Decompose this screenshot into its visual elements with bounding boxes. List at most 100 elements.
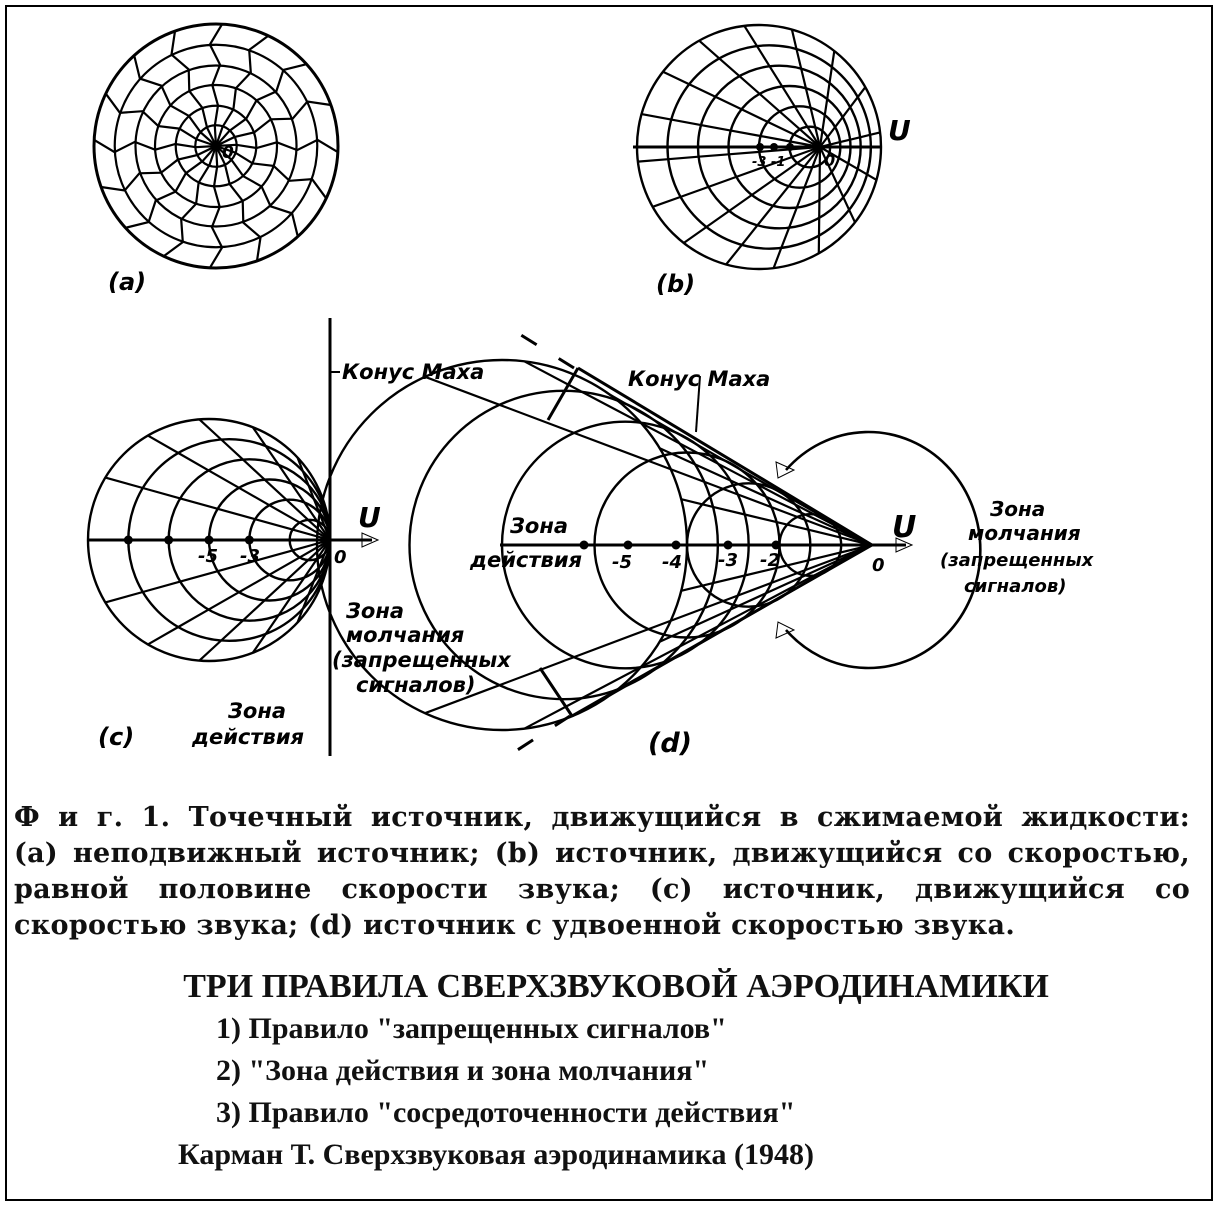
panel-a-circle: [194, 124, 238, 168]
panel-d-silence-2: молчания: [968, 521, 1081, 545]
panel-a-origin: 0: [222, 143, 234, 163]
panel-b-ray: [819, 146, 856, 223]
panel-c-ray: [105, 538, 331, 604]
panel-c-ray: [321, 539, 332, 582]
panel-a-radial-line: [170, 30, 217, 147]
panel-a-radial-line: [215, 145, 299, 237]
panel-a-radial-line: [125, 145, 217, 229]
panel-c-ray: [147, 539, 331, 646]
panel-d-ray: [659, 543, 873, 643]
panel-b-ray: [817, 146, 822, 254]
panel-b-label: (b): [656, 270, 695, 298]
panel-a-radial-line: [215, 145, 262, 262]
panel-d-ray: [680, 498, 873, 547]
panel-c-ray: [147, 434, 331, 541]
panel-c-mach-cone-label: Конус Маха: [342, 360, 484, 384]
panel-b-marks: -3 -1: [752, 155, 785, 170]
panel-d-mach-ext-lower: [501, 714, 571, 762]
panel-b-half-sonic-source: [633, 23, 883, 271]
panel-d-source-position: [671, 540, 681, 550]
panel-d-source-position: [723, 540, 733, 550]
panel-b-velocity: U: [888, 114, 911, 147]
panel-d-action-1: Зона: [509, 514, 568, 538]
caption-line-1: Ф и г. 1. Точечный источник, движущийся …: [14, 802, 1190, 833]
panel-b-origin: 0: [824, 151, 835, 170]
panel-a-radial-line: [133, 55, 217, 147]
panel-d-source-position: [771, 540, 781, 550]
panel-a-radial-line: [163, 145, 218, 258]
panel-d-label: (d): [648, 728, 692, 759]
panel-d-ray: [680, 543, 873, 592]
panel-c-ray: [296, 457, 332, 541]
panel-d-ray: [659, 447, 873, 547]
panel-a-radial-line: [93, 138, 217, 154]
panel-c-origin: 0: [334, 547, 347, 568]
panel-d-ray: [609, 393, 873, 546]
panel-d-ray: [523, 544, 873, 730]
figure-caption: Ф и г. 1. Точечный источник, движущийся …: [14, 800, 1190, 944]
panel-c-ray: [198, 539, 331, 662]
panel-d-silence-4: сигналов): [964, 576, 1066, 597]
panel-c-ray: [105, 476, 331, 542]
panel-d-velocity: U: [892, 510, 916, 545]
panel-c-velocity-arrow: [361, 532, 380, 548]
panel-d-silence-3: (запрещенных: [940, 550, 1095, 571]
panel-a-radial-line: [214, 34, 269, 147]
panel-d-silence-arrow-top: [775, 461, 796, 479]
panel-d-velocity-arrow: [895, 537, 914, 553]
rule-2: 2) "Зона действия и зона молчания": [216, 1054, 710, 1087]
panel-a-label: (a): [108, 268, 146, 296]
panel-a-radial-line: [215, 100, 332, 147]
panel-c-silence-1: Зона: [345, 599, 404, 623]
rules-heading: ТРИ ПРАВИЛА СВЕРХЗВУКОВОЙ АЭРОДИНАМИКИ: [183, 968, 1049, 1005]
panel-c-label: (c): [98, 723, 134, 751]
panel-a-circle: [174, 104, 258, 188]
panel-b-source-position: [756, 143, 764, 151]
panel-c-ray: [251, 426, 331, 541]
panel-b-ray: [641, 113, 821, 149]
panel-a-radial-line: [215, 144, 328, 199]
panel-d-silence-arrow-bottom: [775, 621, 796, 639]
panel-a-stationary-source: [92, 22, 340, 270]
panel-c-silence-3: (запрещенных: [332, 648, 512, 672]
panel-a-circle: [134, 64, 298, 228]
panel-c-source-position: [123, 535, 133, 545]
panel-d-ray: [424, 375, 873, 547]
panel-b-ray: [818, 50, 836, 148]
panel-d-source-position: [623, 540, 633, 550]
panel-d-action-2: действия: [469, 548, 582, 572]
panel-b-ray: [652, 145, 821, 208]
panel-c-source-position: [244, 535, 254, 545]
caption-line-4: скоростью звука; (d) источник с удвоенно…: [14, 910, 1016, 941]
panel-c-action-1: Зона: [227, 699, 286, 723]
panel-a-circle: [153, 83, 279, 209]
panel-d-mach-upper: [577, 366, 873, 547]
panel-c-silence-2: молчания: [346, 623, 464, 647]
rule-1: 1) Правило "запрещенных сигналов": [216, 1012, 727, 1045]
panel-b-ray: [662, 70, 821, 148]
panel-c-velocity: U: [358, 501, 381, 534]
panel-c-ray: [296, 539, 332, 623]
panel-a-radial-line: [104, 93, 217, 148]
panel-c-tick-5: -5: [198, 546, 218, 567]
panel-c-ray: [198, 418, 331, 541]
panel-d-tick-4: -4: [662, 552, 682, 573]
caption-line-3: равной половине скорости звука; (c) исто…: [14, 874, 1190, 905]
panel-a-radial-line: [215, 138, 339, 154]
panel-c-source-position: [164, 535, 174, 545]
panel-b-ray: [683, 146, 821, 244]
panel-d-tick-5: -5: [612, 552, 632, 573]
panel-c-sonic-source: [86, 318, 380, 756]
panel-d-cone-back-lower: [538, 667, 574, 717]
panel-c-source-position: [204, 535, 214, 545]
panel-c-ray: [321, 498, 332, 541]
panel-d-source-position: [579, 540, 589, 550]
panel-a-radial-line: [100, 145, 217, 192]
panel-a-radial-line: [215, 63, 307, 147]
panel-b-ray: [772, 146, 822, 269]
panel-d-mach-cone-label: Конус Маха: [628, 367, 770, 391]
panel-b-source-position: [786, 143, 794, 151]
page-frame: [5, 5, 1213, 1201]
panel-d-tick-3: -3: [718, 550, 738, 571]
panel-d-ray: [523, 360, 873, 546]
